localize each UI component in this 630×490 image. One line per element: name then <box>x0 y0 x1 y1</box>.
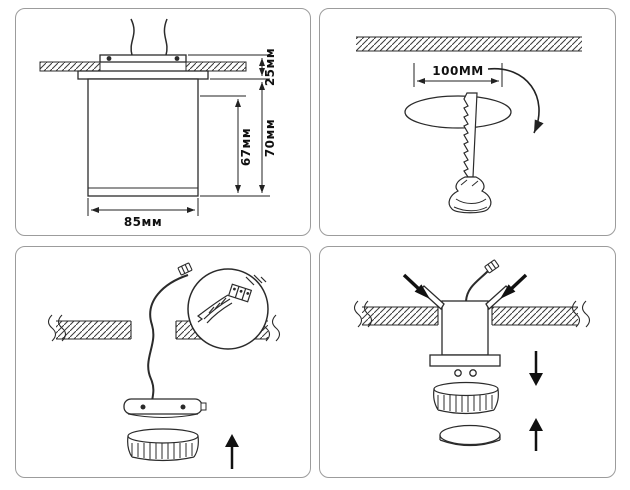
lamp-down-arrow <box>529 351 543 386</box>
base-plate <box>123 398 207 418</box>
fixture-in-hole <box>419 285 511 377</box>
lamp-pin-right <box>469 369 477 377</box>
terminal-block <box>227 283 253 303</box>
fixture-body <box>87 78 199 197</box>
twisted-wires <box>197 294 233 324</box>
saw-handle <box>448 176 492 214</box>
fixture-dimension-drawing: 25мм 70мм 67мм 85мм <box>39 18 277 229</box>
hole-cutting-drawing: 100MM <box>356 36 582 214</box>
panel-fixture-dimensions: 25мм 70мм 67мм 85мм <box>15 8 311 236</box>
screw-right <box>174 56 180 61</box>
panel-hole-cutting: 100MM <box>319 8 616 236</box>
ceiling-section <box>353 300 591 328</box>
mounting-plate <box>99 54 187 63</box>
dim-label-width: 85мм <box>124 215 162 229</box>
lamp-ring <box>433 381 499 415</box>
panel-mounting <box>319 246 616 478</box>
fixture-body <box>441 300 489 356</box>
saw-blade <box>463 92 478 178</box>
plate-screw-right <box>180 404 186 410</box>
panel-wiring <box>15 246 311 478</box>
break-squiggle <box>271 314 281 342</box>
dim-label-hole-diameter: 100MM <box>432 64 483 78</box>
break-squiggle <box>353 300 363 328</box>
wire-connector <box>484 259 500 274</box>
wiring-drawing <box>47 262 281 469</box>
break-squiggle <box>47 314 57 342</box>
ceiling-section-right <box>185 61 247 72</box>
break-squiggle <box>363 300 373 328</box>
ceiling-section-left <box>39 61 101 72</box>
hole-dimension <box>413 63 503 87</box>
assemble-up-arrow <box>225 434 239 469</box>
wire-connector <box>177 262 193 276</box>
dim-label-body-height: 67мм <box>239 128 253 166</box>
supply-wire <box>465 270 489 302</box>
mounting-drawing <box>353 259 591 451</box>
ring-up-arrow <box>529 418 543 451</box>
plate-screw-left <box>140 404 146 410</box>
trim-flange <box>429 354 501 367</box>
ceiling-hatch-band <box>356 36 582 52</box>
magnifier-detail <box>187 268 269 350</box>
clip-arrows <box>402 273 528 299</box>
dimension-lines <box>87 54 270 216</box>
fixture-cross-section <box>39 54 247 197</box>
lamp-ring <box>127 428 199 462</box>
drywall-saw <box>448 92 492 214</box>
rotation-arrow <box>487 67 544 134</box>
power-wires <box>130 18 168 56</box>
break-squiggle <box>581 300 591 328</box>
lamp-pin-left <box>454 369 462 377</box>
break-squiggle <box>57 314 67 342</box>
supply-wire <box>147 274 189 402</box>
screw-left <box>106 56 112 61</box>
trim-ring <box>439 424 501 447</box>
break-squiggle <box>571 300 581 328</box>
magnifier-circle <box>187 268 269 350</box>
trim-flange <box>77 70 209 80</box>
dim-label-depth: 25мм <box>263 48 277 86</box>
cutout-hole-ellipse <box>404 95 512 129</box>
dim-label-total-height: 70мм <box>263 119 277 157</box>
